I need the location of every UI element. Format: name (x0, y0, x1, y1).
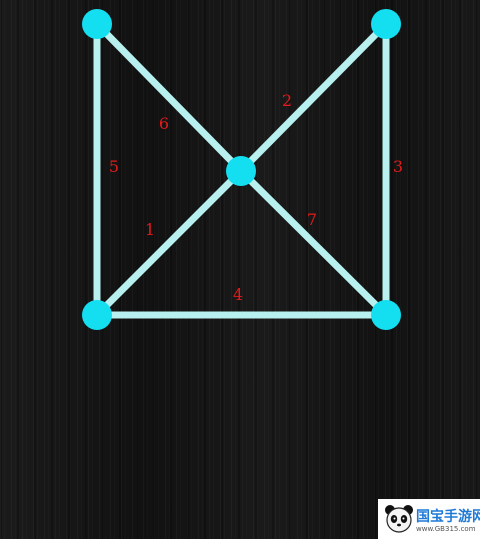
node-bottom-right[interactable] (371, 300, 401, 330)
node-bottom-left[interactable] (82, 300, 112, 330)
watermark-brand: 国宝手游网 (416, 509, 480, 525)
node-center[interactable] (226, 156, 256, 186)
edges-layer (93, 20, 390, 319)
node-top-left[interactable] (82, 9, 112, 39)
edge-number-6: 6 (159, 114, 169, 133)
edge-6[interactable] (93, 20, 245, 175)
edge-7[interactable] (237, 167, 390, 319)
edge-labels-layer: 1 2 3 4 5 6 7 (109, 91, 403, 304)
edge-number-7: 7 (307, 210, 317, 229)
node-top-right[interactable] (371, 9, 401, 39)
watermark-url: www.GB315.com (416, 525, 476, 533)
panda-logo-icon (385, 505, 413, 533)
edge-number-5: 5 (109, 157, 119, 176)
edge-number-1: 1 (145, 220, 155, 239)
edge-number-2: 2 (282, 91, 292, 110)
edge-2[interactable] (237, 20, 390, 175)
edge-number-4: 4 (233, 285, 243, 304)
edge-1[interactable] (93, 167, 245, 319)
site-watermark: 国宝手游网 www.GB315.com (378, 499, 480, 539)
edge-number-3: 3 (393, 157, 403, 176)
nodes-layer (82, 9, 401, 330)
